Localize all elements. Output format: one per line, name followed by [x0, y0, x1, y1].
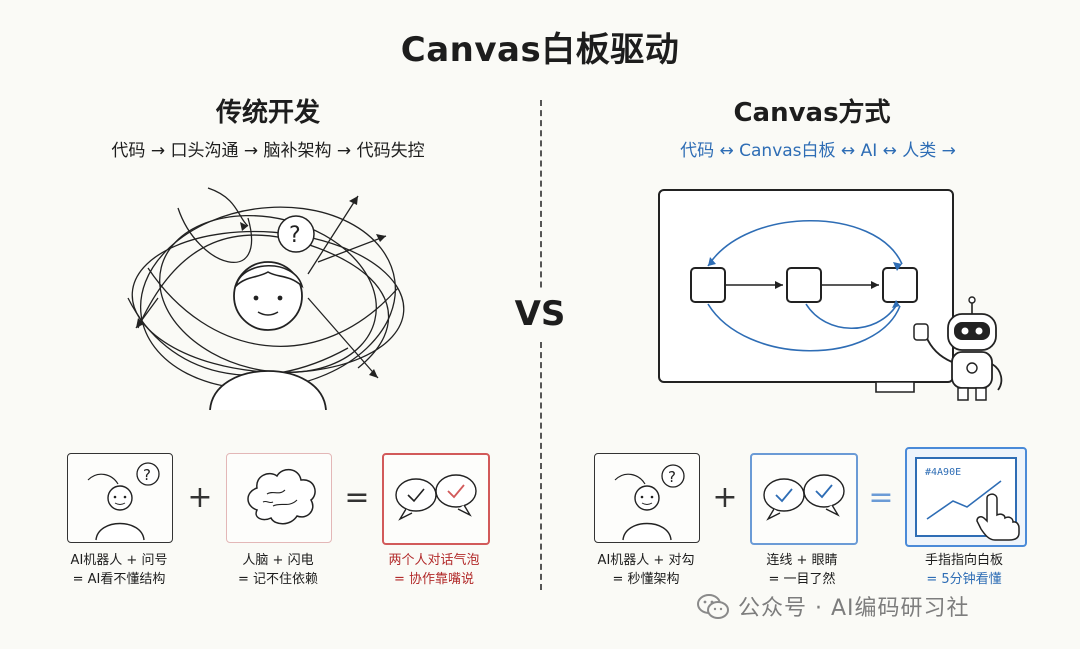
watermark-text: 公众号 · AI编码研习社 [738, 596, 970, 621]
center-divider [540, 100, 542, 590]
panel-ai-question: ? [67, 453, 173, 543]
svg-text:?: ? [143, 466, 151, 484]
equals-sign-left: = [344, 480, 370, 515]
whiteboard-icon [659, 190, 953, 392]
svg-text:?: ? [289, 223, 301, 248]
panel-dialogue [382, 453, 490, 545]
panel-whiteboard-pointer: #4A90E [905, 447, 1027, 547]
brain-icon [247, 468, 316, 525]
screen-text: #4A90E [925, 467, 962, 478]
panel-eyes [750, 453, 858, 545]
left-heading: 传统开发 [215, 98, 321, 128]
right-flow: 代码 ↔ Canvas白板 ↔ AI ↔ 人类 → [680, 141, 956, 161]
trend-line-icon [926, 480, 1002, 520]
pointing-hand-icon [976, 493, 1020, 541]
vs-label: VS [514, 288, 566, 340]
question-bubble-icon: ? [87, 462, 160, 541]
page-title: Canvas白板驱动 [400, 30, 680, 70]
panel-brain [226, 453, 332, 543]
question-bubble-icon: ? [278, 216, 314, 252]
caption-item1-left: AI机器人 + 问号 = AI看不懂结构 [70, 553, 168, 587]
confused-person-icon [210, 262, 326, 410]
checkmark-icon: ? [614, 464, 685, 541]
plus-sign-right: + [712, 480, 738, 515]
caption-item2-right: 连线 + 眼睛 = 一目了然 [766, 553, 838, 587]
left-flow: 代码 → 口头沟通 → 脑补架构 → 代码失控 [111, 141, 425, 161]
wechat-icon [697, 594, 729, 619]
speech-bubbles-icon [395, 474, 477, 521]
svg-text:?: ? [668, 468, 676, 486]
chaos-illustration: ? [118, 178, 418, 410]
caption-result-left: 两个人对话气泡 = 协作靠嘴说 [388, 553, 480, 587]
speech-bubbles-icon [763, 474, 845, 521]
caption-item2-left: 人脑 + 闪电 = 记不住依赖 [237, 553, 319, 587]
equals-sign-right: = [868, 480, 894, 515]
caption-result-right: 手指指向白板 = 5分钟看懂 [924, 553, 1004, 587]
right-heading: Canvas方式 [733, 98, 891, 128]
whiteboard-illustration [656, 186, 1016, 408]
caption-item1-right: AI机器人 + 对勾 = 秒懂架构 [597, 553, 695, 587]
plus-sign-left: + [187, 480, 213, 515]
panel-ai-check: ? [594, 453, 700, 543]
robot-icon [914, 297, 1001, 400]
